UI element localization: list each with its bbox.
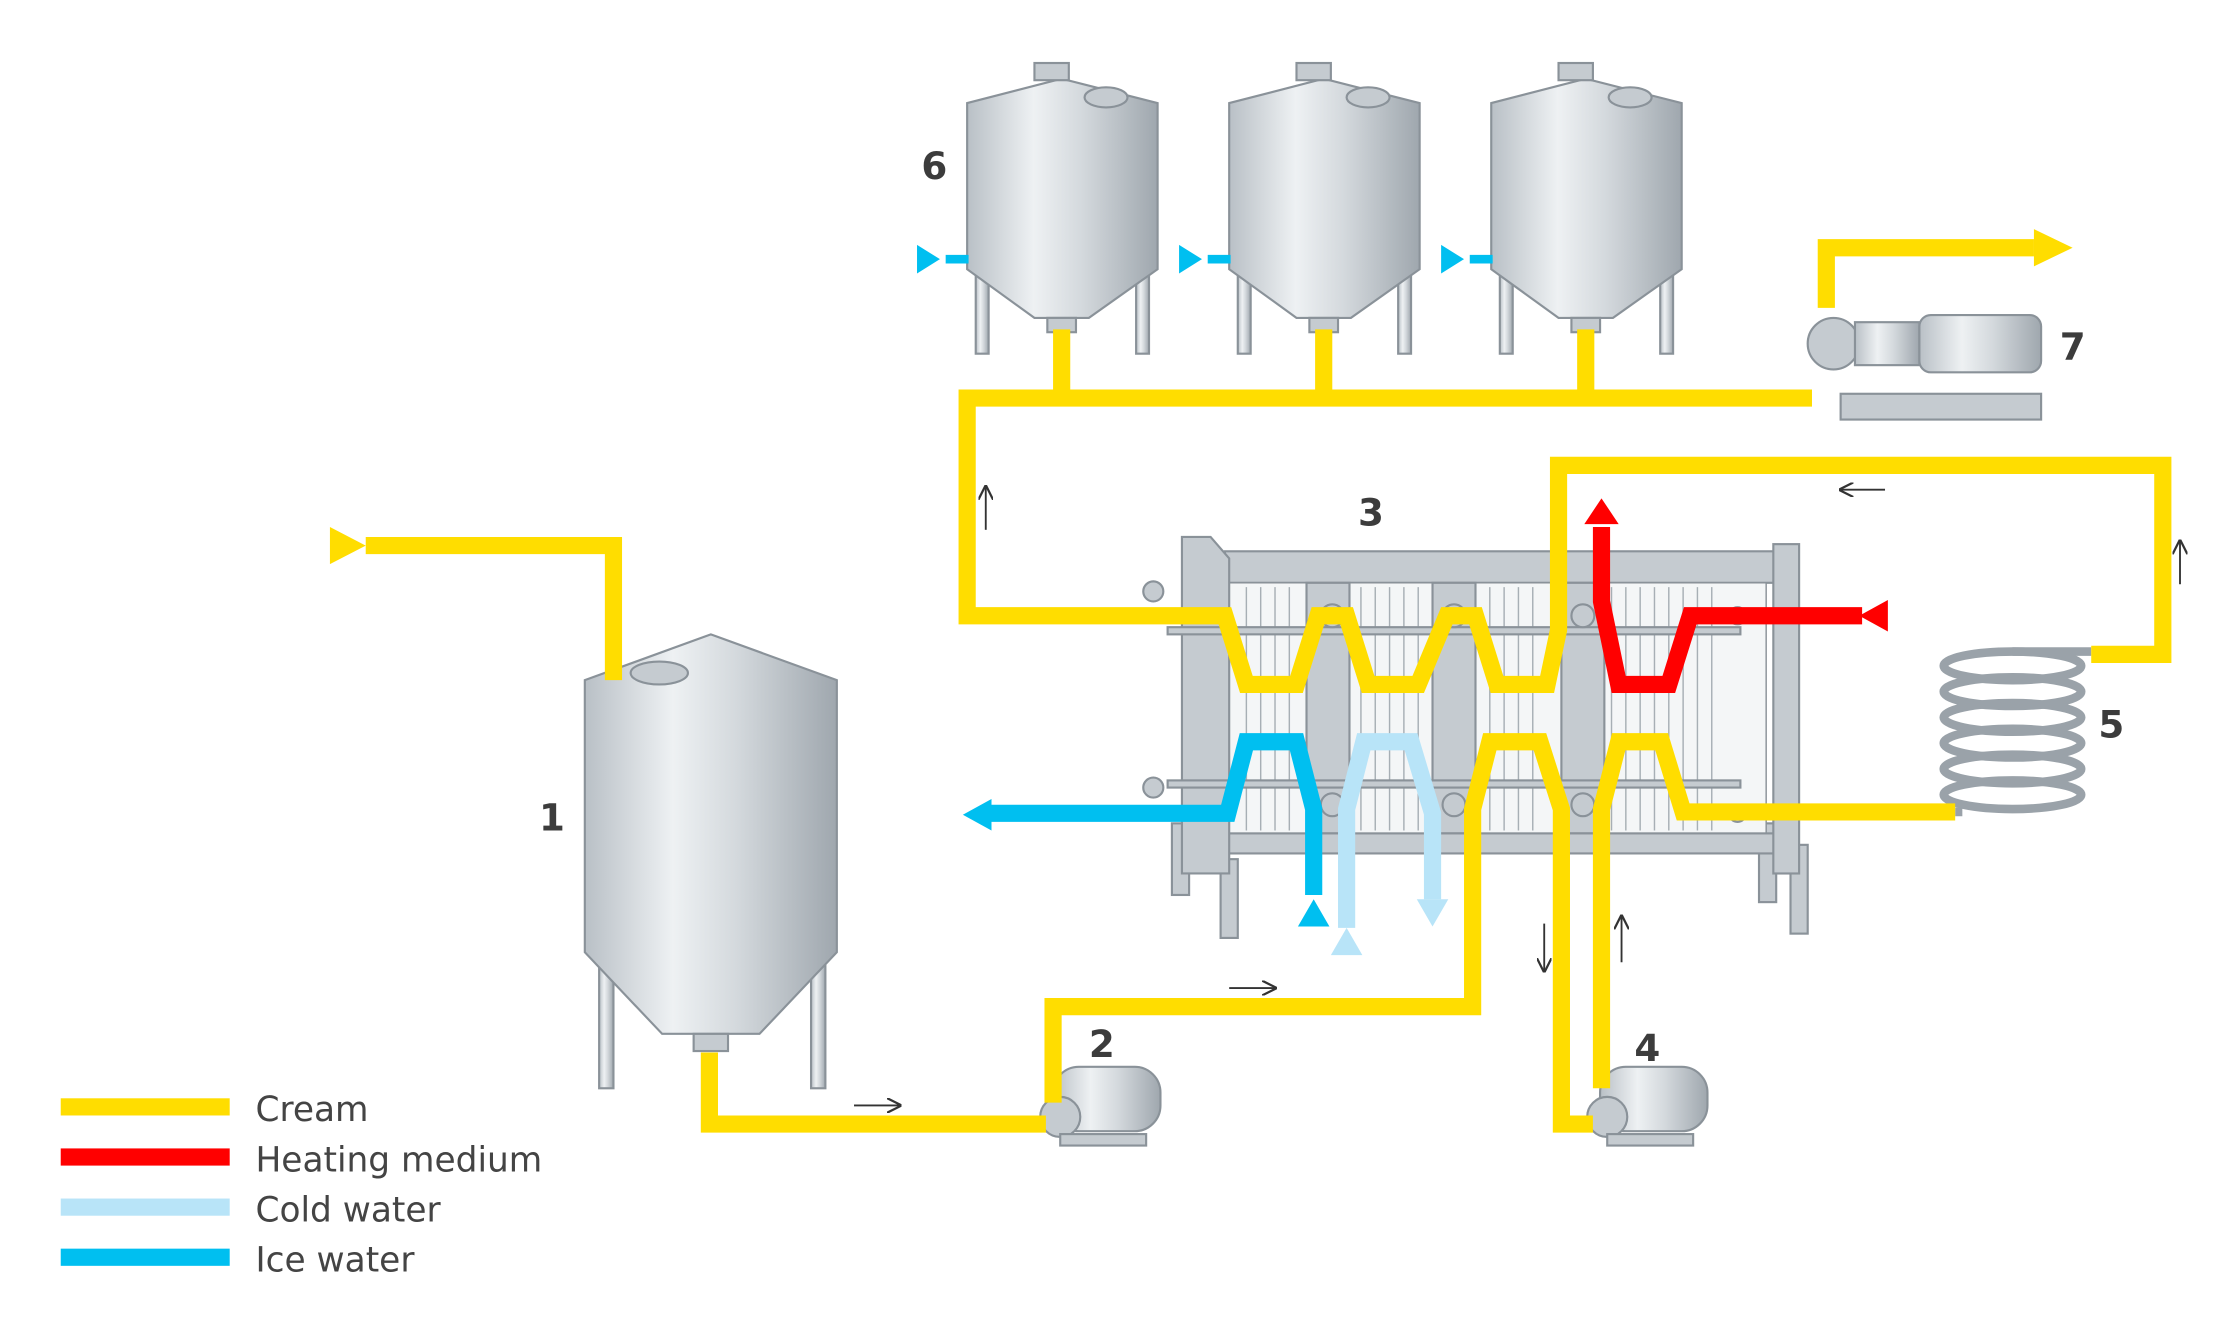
- legend-swatch-ice-water: [60, 1248, 230, 1266]
- centrifugal-pump: [1039, 1065, 1162, 1147]
- flow-direction-arrows: [854, 487, 2180, 1106]
- legend-swatch-cream: [60, 1098, 230, 1116]
- cream-inlet-arrow: [329, 526, 366, 565]
- cold-water-outlet-arrow: [1416, 899, 1449, 927]
- heating-medium-pipe: [1592, 526, 1863, 694]
- holding-coil: [1939, 647, 2092, 817]
- storage-tank: [1228, 61, 1421, 355]
- legend-label: Cream: [255, 1090, 368, 1130]
- legend-label: Heating medium: [255, 1140, 542, 1180]
- legend: Cream Heating medium Cold water Ice wate…: [60, 1090, 542, 1281]
- legend-swatch-cold-water: [60, 1198, 230, 1216]
- legend-label: Cold water: [255, 1190, 441, 1230]
- label-6: 6: [921, 144, 947, 188]
- heating-inlet-arrow: [1859, 599, 1888, 632]
- label-3: 3: [1358, 491, 1384, 535]
- label-7: 7: [2060, 324, 2086, 368]
- centrifugal-pump: [1586, 1065, 1709, 1147]
- storage-tank: [966, 61, 1159, 355]
- label-4: 4: [1634, 1026, 1660, 1070]
- legend-label: Ice water: [255, 1241, 415, 1281]
- storage-tanks: [966, 61, 1683, 355]
- cold-water-pipe: [1338, 733, 1442, 928]
- ice-water-inlet-arrow: [1297, 899, 1330, 927]
- label-1: 1: [539, 796, 565, 840]
- centrifugal-pump: [1806, 313, 2043, 421]
- mixing-tank: [583, 633, 838, 1090]
- label-5: 5: [2098, 702, 2124, 746]
- storage-tank: [1490, 61, 1683, 355]
- heating-outlet-arrow: [1584, 498, 1619, 525]
- ice-water-pipe: [991, 733, 1323, 895]
- ice-water-tank-inlet-arrows: [917, 244, 1493, 274]
- cream-outlet-arrow: [2033, 229, 2073, 267]
- label-2: 2: [1089, 1022, 1115, 1066]
- cold-water-inlet-arrow: [1330, 927, 1363, 956]
- cream-pipes: [365, 239, 2172, 1133]
- legend-swatch-heating: [60, 1148, 230, 1166]
- ice-water-outlet-arrow: [962, 799, 992, 831]
